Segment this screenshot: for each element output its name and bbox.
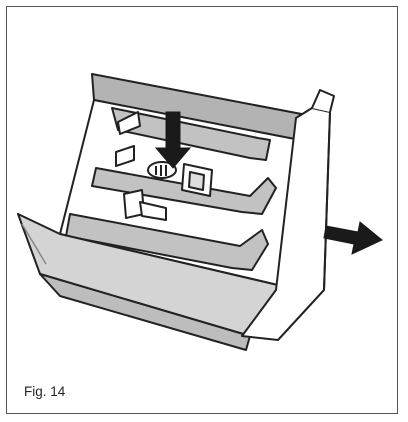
drawer-bottom [39,273,251,351]
siphon-slot [188,171,205,191]
front-tab [139,201,167,221]
pull-out-arrow-icon [323,221,383,255]
divider-upper [111,107,271,161]
push-down-arrow-icon [154,111,192,169]
figure-caption: Fig. 14 [24,384,66,399]
left-clip [117,111,141,135]
left-clip-2 [115,145,135,167]
